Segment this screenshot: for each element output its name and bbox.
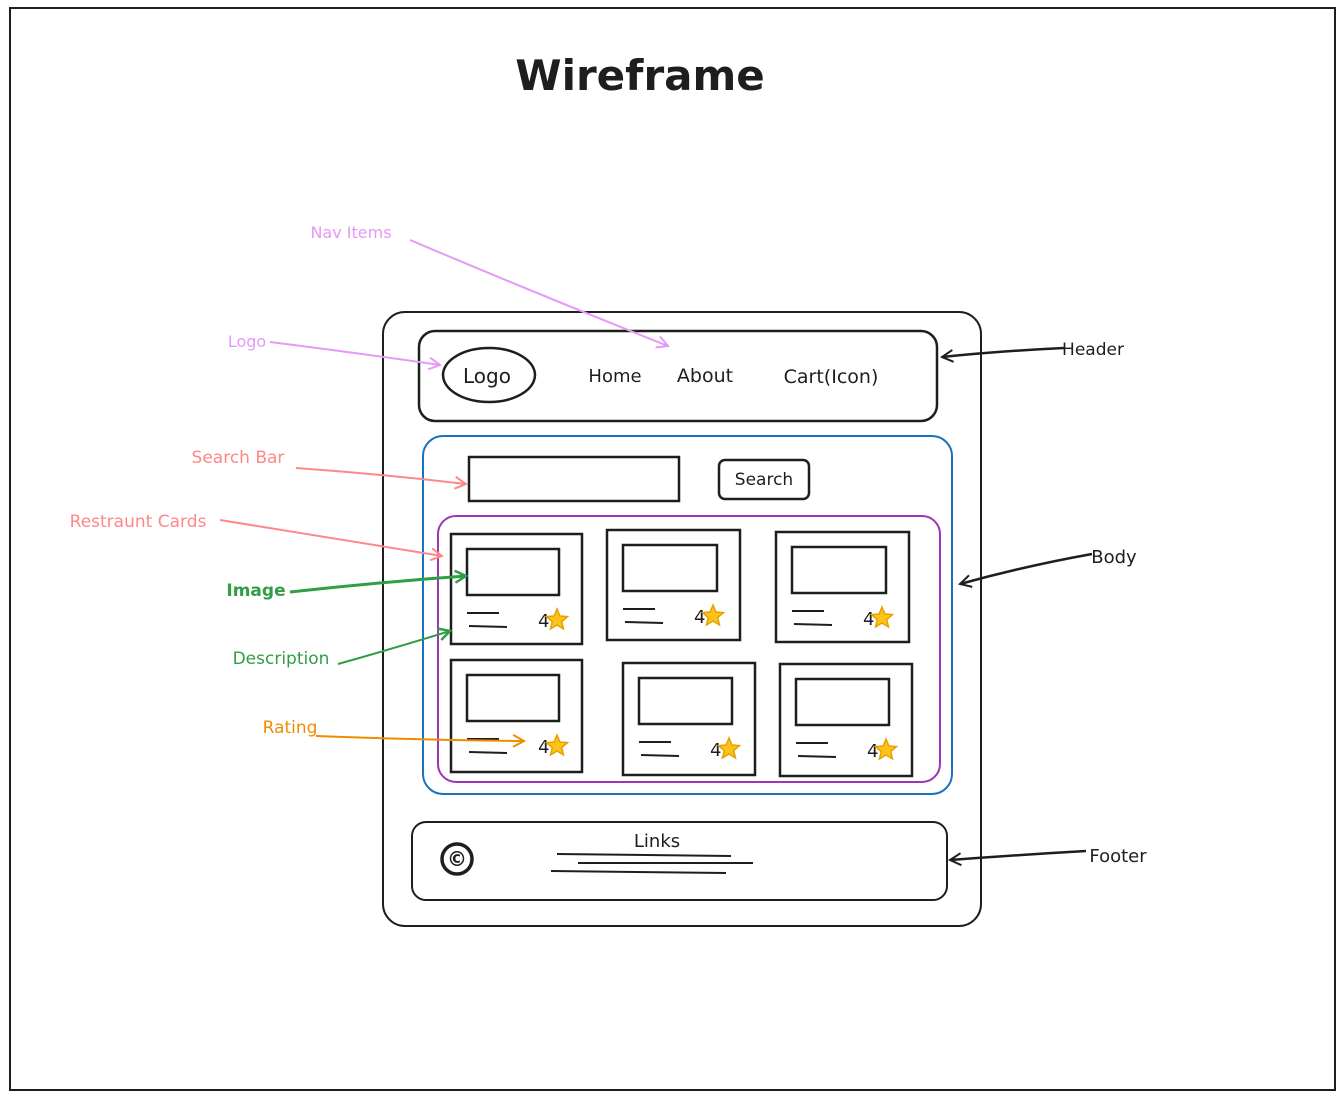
label-footer: Footer — [1089, 846, 1147, 867]
cards-container — [437, 515, 941, 783]
footer-section: © Links — [411, 821, 948, 901]
header-box — [417, 329, 939, 423]
card-image-placeholder — [794, 677, 891, 727]
label-description: Description — [233, 649, 330, 669]
outer-frame — [9, 7, 1336, 1091]
label-image: Image — [226, 581, 285, 601]
arrow-search-bar — [295, 467, 466, 484]
arrow-image — [289, 576, 466, 594]
card-frame — [774, 530, 911, 644]
restaurant-card[interactable]: 4 — [605, 528, 742, 642]
label-rating: Rating — [263, 718, 318, 738]
card-image-placeholder — [465, 673, 561, 723]
arrow-logo — [269, 341, 440, 365]
card-description-line — [793, 623, 833, 626]
card-rating-value: 4 — [867, 741, 878, 762]
card-description-line — [640, 754, 680, 757]
card-frame — [605, 528, 742, 642]
footer-links-label[interactable]: Links — [634, 831, 680, 852]
star-icon — [873, 737, 899, 761]
star-icon — [716, 736, 742, 760]
search-button[interactable] — [717, 458, 811, 501]
copyright-icon — [440, 842, 474, 876]
restaurant-card[interactable]: 4 — [778, 662, 914, 778]
arrow-nav-items — [409, 239, 668, 346]
nav-item-about[interactable]: About — [677, 365, 733, 387]
search-input[interactable] — [467, 455, 681, 503]
label-nav-items: Nav Items — [310, 223, 391, 242]
card-description-line — [624, 621, 664, 624]
card-rating-value: 4 — [863, 609, 874, 630]
header-section: Logo Home About Cart(Icon) — [417, 329, 939, 423]
nav-item-home[interactable]: Home — [588, 366, 641, 387]
restaurant-card[interactable]: 4 — [449, 532, 584, 646]
card-description-line — [468, 751, 508, 754]
card-image-placeholder — [637, 676, 734, 726]
restaurant-card[interactable]: 4 — [774, 530, 911, 644]
star-icon — [700, 603, 726, 627]
arrow-rating — [315, 736, 524, 741]
restaurant-cards: 4 4 4 4 4 4 — [449, 528, 914, 778]
star-icon — [869, 605, 895, 629]
label-logo: Logo — [228, 332, 266, 351]
logo-text: Logo — [463, 364, 511, 388]
card-image-placeholder — [465, 547, 561, 597]
card-frame — [621, 661, 757, 777]
card-rating-value: 4 — [710, 740, 721, 761]
label-search-bar: Search Bar — [192, 448, 285, 468]
annotations-right: Header Body Footer — [942, 340, 1147, 867]
label-header: Header — [1062, 340, 1124, 360]
label-body: Body — [1091, 547, 1137, 568]
arrow-header — [942, 346, 1065, 357]
arrow-restaurant-cards — [219, 519, 442, 556]
card-rating-value: 4 — [538, 611, 549, 632]
card-frame — [449, 658, 584, 774]
star-icon — [544, 733, 570, 757]
copyright-symbol: © — [447, 847, 467, 871]
card-description-line — [468, 625, 508, 628]
diagram-title: Wireframe — [515, 51, 765, 100]
restaurant-card[interactable]: 4 — [449, 658, 584, 774]
label-restaurant-cards: Restraunt Cards — [70, 512, 207, 532]
card-description-line — [797, 755, 837, 758]
restaurant-card[interactable]: 4 — [621, 661, 757, 777]
footer-link-line[interactable] — [556, 853, 732, 857]
arrow-body — [960, 552, 1093, 584]
arrow-description — [337, 631, 450, 665]
page-frame — [382, 311, 982, 927]
star-icon — [544, 607, 570, 631]
card-image-placeholder — [621, 543, 719, 593]
footer-box — [411, 821, 948, 901]
footer-link-line[interactable] — [550, 870, 727, 874]
card-image-placeholder — [790, 545, 888, 595]
arrow-footer — [950, 849, 1087, 860]
body-box — [422, 435, 953, 795]
card-frame — [449, 532, 584, 646]
card-frame — [778, 662, 914, 778]
card-rating-value: 4 — [538, 737, 549, 758]
logo-ellipse[interactable] — [441, 346, 537, 404]
nav-item-cart[interactable]: Cart(Icon) — [784, 366, 879, 388]
card-rating-value: 4 — [694, 607, 705, 628]
annotations: Nav Items Logo Search Bar Restraunt Card… — [70, 223, 668, 741]
search-button-label: Search — [735, 470, 793, 490]
